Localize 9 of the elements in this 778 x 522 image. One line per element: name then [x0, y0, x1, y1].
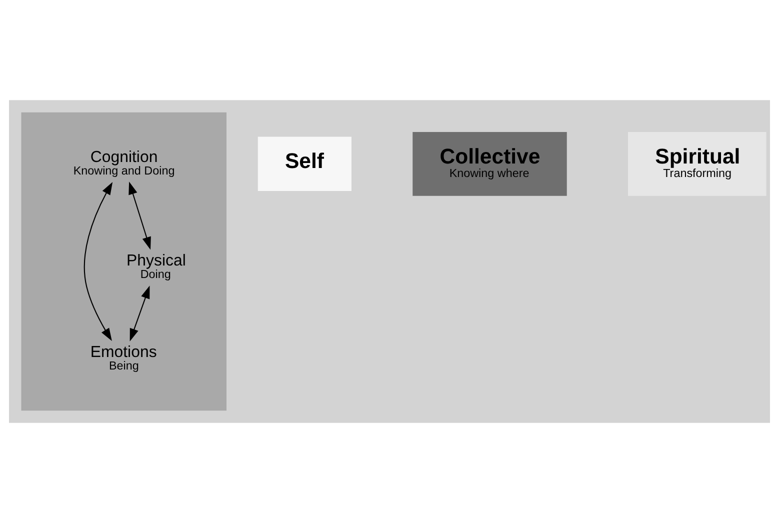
arrow	[128, 181, 150, 250]
node-box: Collective Knowing where	[412, 132, 566, 196]
node-text: Physical Doing	[126, 252, 186, 281]
cluster	[20, 112, 226, 410]
node-text: Cognition Knowing and Doing	[72, 148, 174, 177]
arrow	[129, 285, 150, 341]
node-box: Self	[257, 136, 351, 191]
node-text: Emotions Being	[90, 343, 156, 372]
arrow	[83, 181, 112, 341]
